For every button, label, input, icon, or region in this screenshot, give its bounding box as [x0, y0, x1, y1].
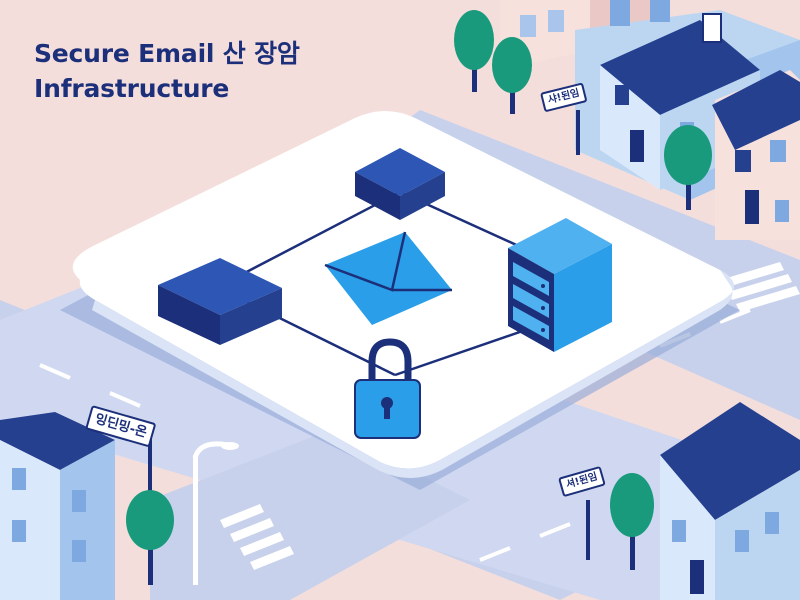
house-right: [712, 70, 800, 240]
headline: Secure Email 산 장암 Infrastructure: [34, 36, 300, 106]
envelope-icon: [324, 231, 452, 325]
trees-top: [454, 10, 712, 210]
headline-line-2: Infrastructure: [34, 74, 230, 103]
crosswalks: [220, 262, 800, 570]
street-lamp: [192, 441, 239, 585]
house-bottom-right: [660, 402, 800, 600]
padlock-icon: [354, 338, 421, 439]
trees-bottom: [126, 473, 654, 585]
network-node-top: [355, 148, 445, 220]
headline-line-1: Secure Email 산 장암: [34, 39, 300, 68]
sign-posts: [148, 110, 590, 560]
server-icon: [508, 218, 612, 352]
network-node-left: [158, 258, 282, 345]
building-bottom-left: [0, 412, 115, 600]
